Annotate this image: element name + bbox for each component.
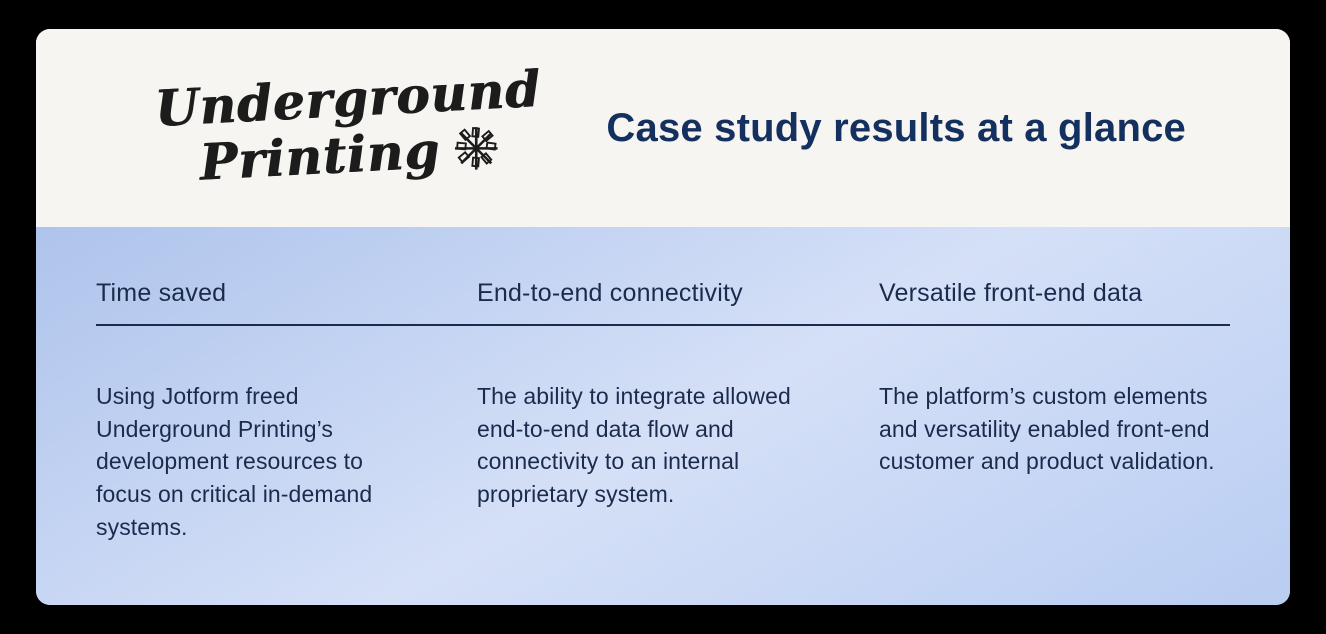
- column-body-time-saved: Using Jotform freed Underground Printing…: [96, 383, 373, 540]
- page-title: Case study results at a glance: [606, 105, 1186, 150]
- pinwheel-asterisk-icon: [450, 122, 502, 174]
- divider-line: [96, 324, 1230, 326]
- column-heading-time-saved: Time saved: [96, 279, 227, 307]
- column-body-versatile-front-end-data: The platform’s custom elements and versa…: [879, 383, 1215, 475]
- bodies-row: Using Jotform freed Underground Printing…: [96, 380, 1230, 543]
- column-body-end-to-end-connectivity: The ability to integrate allowed end-to-…: [476, 383, 791, 507]
- results-panel: Time saved End-to-end connectivity Versa…: [36, 227, 1290, 605]
- logo-second-row: Printing: [156, 119, 545, 192]
- card-header: Underground Printing: [36, 29, 1290, 227]
- headings-row: Time saved End-to-end connectivity Versa…: [96, 279, 1230, 308]
- column-heading-versatile-front-end-data: Versatile front-end data: [879, 279, 1143, 307]
- case-study-card: Underground Printing: [36, 29, 1290, 605]
- logo-text-printing: Printing: [197, 120, 442, 192]
- column-heading-end-to-end-connectivity: End-to-end connectivity: [476, 279, 743, 307]
- underground-printing-logo: Underground Printing: [153, 59, 545, 192]
